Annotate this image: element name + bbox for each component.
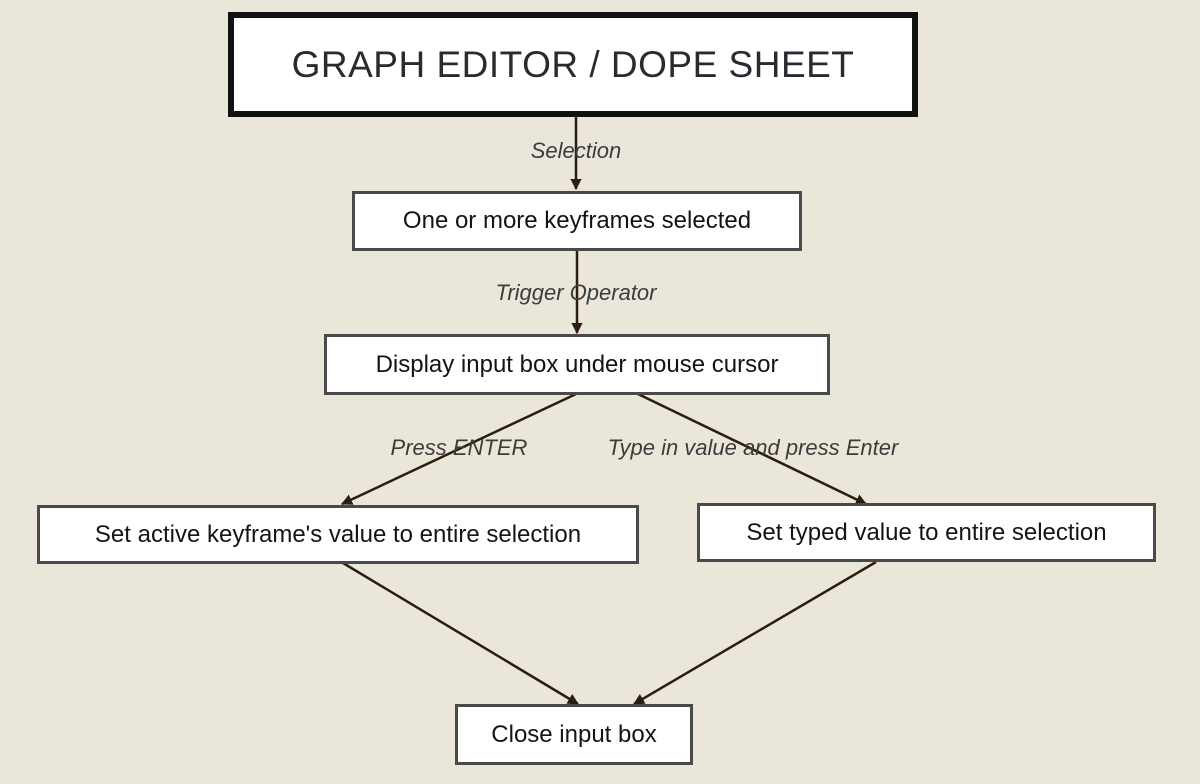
node-set-typed-value: Set typed value to entire selection (697, 503, 1156, 562)
node-graph-editor-dope-sheet: GRAPH EDITOR / DOPE SHEET (228, 12, 918, 117)
edge-set-active-to-close (342, 561, 579, 706)
edge-label-selection: Selection (530, 138, 622, 163)
edge-set-typed-to-close (633, 560, 877, 706)
edge-label-trigger-operator: Trigger Operator (495, 280, 657, 305)
node-keyframes-selected: One or more keyframes selected (352, 191, 802, 251)
node-close-input-box: Close input box (455, 704, 693, 765)
edge-label-press-enter: Press ENTER (390, 435, 528, 460)
node-display-input-box: Display input box under mouse cursor (324, 334, 830, 395)
edge-display-to-set-typed (637, 392, 868, 506)
node-set-active-keyframe-value: Set active keyframe's value to entire se… (37, 505, 639, 564)
edge-display-to-set-active (340, 392, 577, 506)
edge-label-type-in-value: Type in value and press Enter (607, 435, 899, 460)
